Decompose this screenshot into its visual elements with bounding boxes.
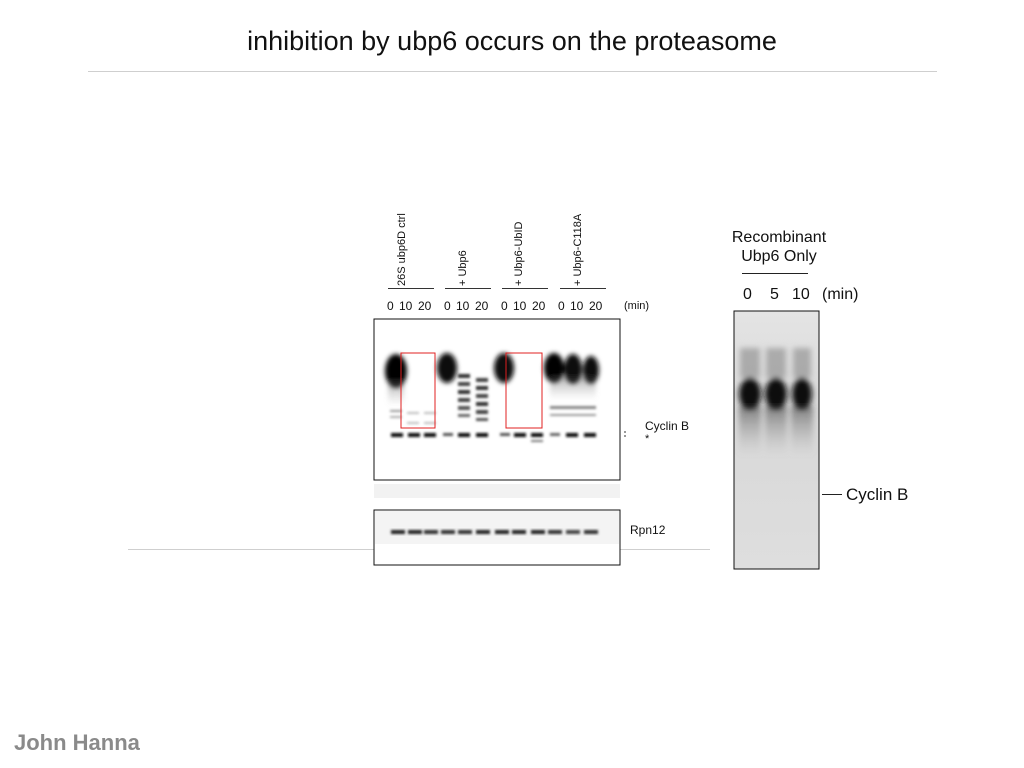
lane-group-label: + Ubp6 (457, 250, 469, 286)
cyclin-b-label: Cyclin B (846, 485, 909, 504)
title-divider (88, 71, 937, 72)
lane-group-bracket (560, 288, 606, 289)
lane-group-bracket (502, 288, 548, 289)
ubp6-ladder (390, 374, 596, 424)
left-gel-figure (373, 318, 626, 566)
heading-line: Ubp6 Only (741, 248, 817, 265)
timepoint-label: 0 (387, 299, 394, 313)
timepoint-label: 20 (532, 299, 546, 313)
asterisk-label: * (645, 433, 650, 445)
lane-group-label: 26S ubp6D ctrl (396, 213, 408, 286)
rpn12-label: Rpn12 (630, 523, 666, 537)
timepoint-label: 0 (558, 299, 565, 313)
timepoint-label: 20 (418, 299, 432, 313)
recombinant-heading: Recombinant Ubp6 Only (716, 228, 842, 266)
rpn12-gel-panel (373, 509, 621, 566)
cyclin-gel-panel (373, 318, 626, 481)
timepoint-label: 10 (399, 299, 413, 313)
timepoint-label: 20 (475, 299, 489, 313)
lane-group-bracket (388, 288, 434, 289)
gel-gap-strip (374, 484, 620, 498)
time-unit-label: (min) (624, 300, 650, 312)
lane-group-label: + Ubp6-UbID (513, 221, 525, 286)
cyclin-b-band-row (391, 433, 596, 442)
heading-underline (742, 273, 808, 274)
cyclin-b-marker-line (822, 494, 842, 495)
highlight-box (505, 352, 543, 429)
recombinant-cyclin-bands (739, 348, 813, 456)
lane-group-label: + Ubp6-C118A (572, 213, 584, 286)
timepoint-label: 0 (743, 286, 752, 303)
timepoint-label: 0 (501, 299, 508, 313)
right-gel-panel (733, 310, 820, 570)
slide-title: inhibition by ubp6 occurs on the proteas… (247, 26, 777, 56)
heading-line: Recombinant (731, 229, 827, 246)
timepoint-label: 5 (770, 286, 779, 303)
highlight-box (400, 352, 436, 429)
author-footer: John Hanna (14, 730, 140, 755)
timepoint-label: 20 (589, 299, 603, 313)
timepoint-label: 10 (570, 299, 584, 313)
timepoint-label: 10 (792, 286, 810, 303)
timepoint-label: 10 (456, 299, 470, 313)
timepoint-label: 0 (444, 299, 451, 313)
time-unit-label: (min) (822, 286, 859, 303)
cyclin-b-label: Cyclin B (645, 419, 690, 433)
timepoint-label: 10 (513, 299, 527, 313)
rpn12-band-row (391, 530, 598, 534)
lane-group-bracket (445, 288, 491, 289)
